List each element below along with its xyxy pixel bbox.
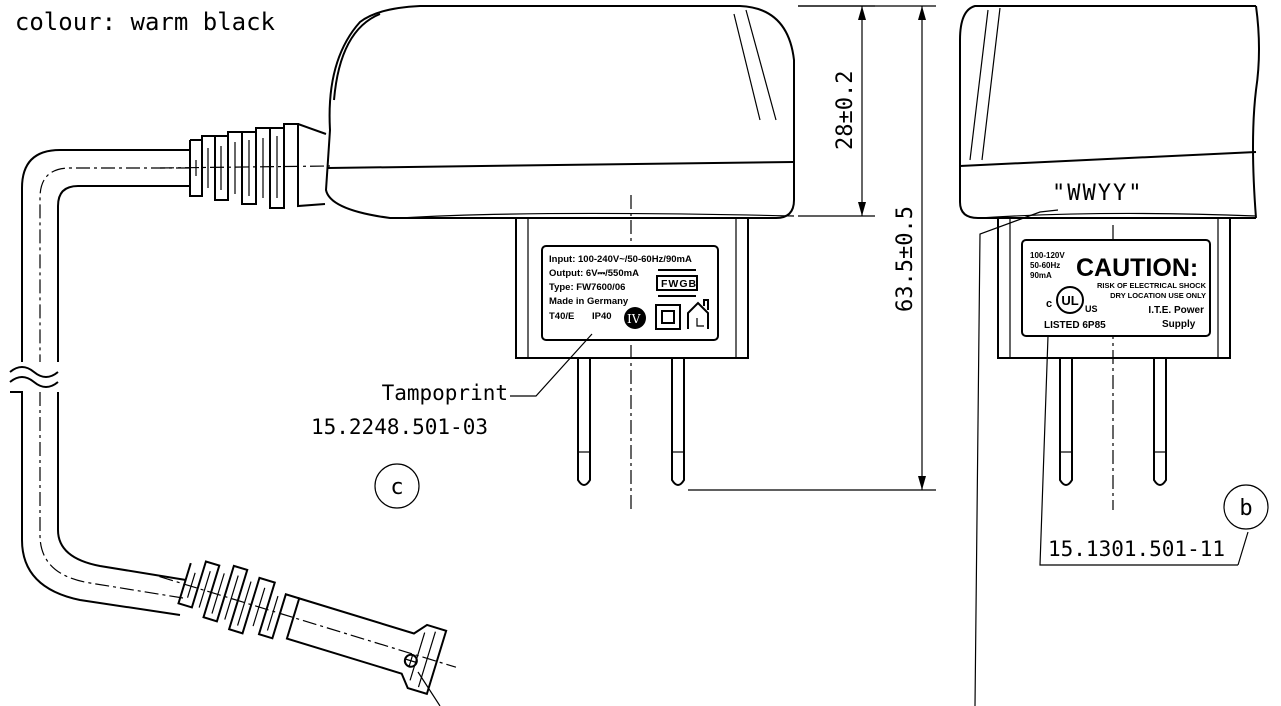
ul-mark-icon: UL c US [1046,286,1098,314]
caution-heading: CAUTION: [1076,254,1198,282]
iv-badge: IV [627,312,641,326]
screw-leader [417,671,441,706]
rating-current: 90mA [1030,271,1052,280]
tampoprint-label: Tampoprint [382,381,508,405]
view-marker-b: b [1223,484,1269,530]
svg-text:c: c [390,475,403,500]
dimension-63-text: 63.5±0.5 [893,206,918,312]
cable [9,149,190,616]
svg-text:b: b [1239,496,1252,521]
fwgb-badge: FWGB [661,278,697,290]
adapter-body-left [324,5,795,510]
indoor-use-icon [687,299,709,329]
label-type: Type: FW7600/06 [549,282,625,293]
iv-badge-circle [624,307,646,329]
label-output: Output: 6V⎓/550mA [549,268,639,279]
strain-relief-top [159,123,331,209]
double-insulation-icon [655,304,681,330]
svg-text:UL: UL [1061,293,1078,308]
connector [159,560,457,696]
screw-icon [403,653,418,668]
dimension-63: 63.5±0.5 [688,5,936,491]
adapter-body-right [959,5,1260,510]
dimension-28: 28±0.2 [798,5,875,217]
listed-text: LISTED 6P85 [1044,320,1106,331]
svg-text:c: c [1046,298,1052,310]
dimension-28-text: 28±0.2 [833,71,858,150]
tampoprint-part-number: 15.2248.501-03 [311,415,488,439]
colour-note: / colour: warm black [0,8,276,36]
ite-power: I.T.E. Power [1148,305,1204,316]
tampoprint-callout: Tampoprint 15.2248.501-03 [311,333,593,439]
warning-shock: RISK OF ELECTRICAL SHOCK [1097,281,1207,290]
label-plate-left: Input: 100-240V~/50-60Hz/90mA Output: 6V… [541,245,719,341]
part-b-callout: 15.1301.501-11 [1039,335,1249,566]
svg-text:US: US [1085,304,1098,314]
ite-supply: Supply [1162,319,1196,330]
rating-frequency: 50-60Hz [1030,261,1060,270]
label-made-in: Made in Germany [549,296,629,307]
label-input: Input: 100-240V~/50-60Hz/90mA [549,254,692,265]
label-plate-right: 100-120V 50-60Hz 90mA CAUTION: RISK OF E… [1021,239,1211,337]
rating-voltage: 100-120V [1030,251,1065,260]
view-marker-c: c [374,463,420,509]
label-ip40: IP40 [592,311,612,322]
date-code: "WWYY" [1052,181,1143,206]
date-code-callout: "WWYY" [974,181,1143,706]
label-t40: T40/E [549,311,574,322]
warning-dry-location: DRY LOCATION USE ONLY [1110,291,1206,300]
part-b-number: 15.1301.501-11 [1048,537,1225,561]
